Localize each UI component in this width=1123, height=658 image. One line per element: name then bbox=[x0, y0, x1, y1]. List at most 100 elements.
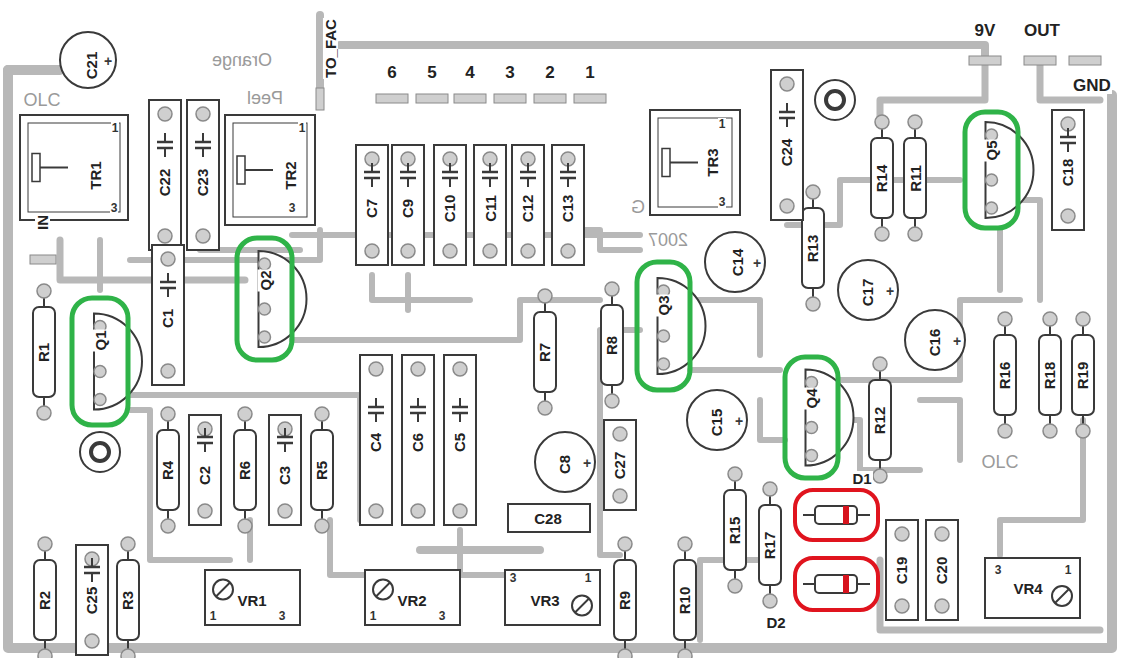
part-label: R2 bbox=[38, 589, 53, 610]
solder-pad bbox=[613, 489, 627, 503]
polarity-mark: + bbox=[753, 255, 761, 271]
capacitor-body bbox=[392, 145, 424, 265]
polarity-mark: + bbox=[104, 53, 112, 69]
header-pad bbox=[1024, 56, 1056, 65]
solder-pad bbox=[986, 174, 998, 186]
trimmer-screw bbox=[575, 599, 589, 613]
resistor-symbol bbox=[157, 430, 179, 510]
part-label: R11 bbox=[907, 164, 922, 193]
capacitor-body bbox=[356, 145, 388, 265]
part-label: Q4 bbox=[803, 387, 818, 409]
solder-pad bbox=[806, 185, 820, 199]
electrolytic-capacitor bbox=[905, 310, 965, 370]
solder-pad bbox=[935, 599, 949, 613]
header-pad bbox=[416, 94, 448, 103]
part-label: R15 bbox=[728, 515, 743, 545]
diode-highlight bbox=[795, 558, 878, 610]
part-label: C20 bbox=[935, 555, 950, 585]
capacitor-body bbox=[434, 145, 466, 265]
part-label: D2 bbox=[765, 615, 786, 630]
diode-band bbox=[843, 575, 849, 593]
solder-pad bbox=[161, 252, 175, 266]
mounting-hole bbox=[826, 91, 844, 109]
capacitor-symbol bbox=[567, 163, 569, 172]
resistor-symbol bbox=[534, 312, 556, 392]
resistor-symbol bbox=[871, 138, 893, 218]
solder-pad bbox=[37, 284, 51, 298]
transformer-outline bbox=[650, 110, 740, 215]
transformer-symbol bbox=[32, 154, 40, 182]
part-label: VR1 bbox=[236, 593, 267, 608]
solder-pad bbox=[613, 427, 627, 441]
transformer-outline bbox=[20, 115, 128, 220]
capacitor-body bbox=[512, 145, 544, 265]
resistor-symbol bbox=[724, 490, 746, 570]
transistor-highlight bbox=[637, 262, 690, 390]
solder-pad bbox=[85, 634, 99, 648]
capacitor-body bbox=[604, 420, 636, 510]
part-label: D1 bbox=[851, 471, 872, 486]
capacitor-symbol bbox=[197, 436, 213, 439]
transistor-highlight bbox=[965, 112, 1018, 228]
solder-pad bbox=[605, 394, 619, 408]
capacitor-symbol bbox=[160, 281, 176, 284]
solder-pad bbox=[908, 227, 922, 241]
capacitor-symbol bbox=[417, 398, 419, 407]
solder-pad bbox=[443, 244, 457, 258]
copper-trace bbox=[700, 560, 760, 640]
polarity-mark: + bbox=[735, 413, 743, 429]
solder-pad bbox=[94, 366, 106, 378]
part-label: C11 bbox=[482, 194, 497, 223]
capacitor-symbol bbox=[364, 171, 380, 174]
copper-trace bbox=[8, 65, 60, 75]
solder-pad bbox=[121, 537, 135, 551]
pin-number: 6 bbox=[386, 64, 397, 81]
solder-pad bbox=[196, 107, 210, 121]
part-label: R18 bbox=[1043, 360, 1058, 390]
electrolytic-capacitor bbox=[705, 232, 765, 292]
solder-pad bbox=[538, 289, 552, 303]
part-label: C15 bbox=[710, 407, 725, 437]
solder-pad bbox=[158, 107, 172, 121]
resistor-symbol bbox=[904, 138, 926, 218]
capacitor-body bbox=[508, 504, 590, 532]
solder-pad bbox=[38, 537, 52, 551]
solder-pad bbox=[1076, 312, 1090, 326]
copper-trace bbox=[372, 275, 470, 300]
solder-pad bbox=[121, 649, 135, 658]
transformer-symbol bbox=[245, 169, 273, 171]
trimmer-screw bbox=[572, 596, 592, 616]
capacitor-symbol bbox=[400, 171, 416, 174]
solder-pad bbox=[259, 331, 271, 343]
pin-number: 3 bbox=[438, 610, 447, 622]
solder-pad bbox=[1043, 312, 1057, 326]
copper-trace bbox=[8, 70, 1112, 648]
diode-highlight bbox=[795, 490, 878, 540]
solder-pad bbox=[873, 357, 887, 371]
resistor-symbol bbox=[1039, 335, 1061, 415]
capacitor-symbol bbox=[204, 428, 206, 437]
transformer-outline bbox=[225, 115, 315, 225]
pin-number: 3 bbox=[110, 202, 119, 214]
solder-pad bbox=[38, 649, 52, 658]
transformer-symbol bbox=[670, 162, 698, 164]
resistor-symbol bbox=[311, 430, 333, 510]
part-label: C19 bbox=[895, 555, 910, 585]
transformer-outline bbox=[233, 123, 307, 217]
trimmer-screw bbox=[213, 580, 233, 600]
pin-number: 1 bbox=[718, 118, 727, 130]
pin-number: 4 bbox=[464, 64, 475, 81]
solder-pad bbox=[875, 115, 889, 129]
header-pad bbox=[494, 94, 526, 103]
solder-pad bbox=[483, 244, 497, 258]
mounting-hole bbox=[80, 432, 120, 472]
capacitor-body bbox=[187, 100, 219, 250]
solder-pad bbox=[198, 504, 212, 518]
capacitor-body bbox=[269, 415, 301, 525]
capacitor-body bbox=[360, 355, 392, 525]
capacitor-symbol bbox=[779, 111, 795, 114]
copper-trace bbox=[460, 530, 520, 575]
trimmer-screw bbox=[1052, 586, 1072, 606]
part-label: R16 bbox=[998, 360, 1013, 390]
